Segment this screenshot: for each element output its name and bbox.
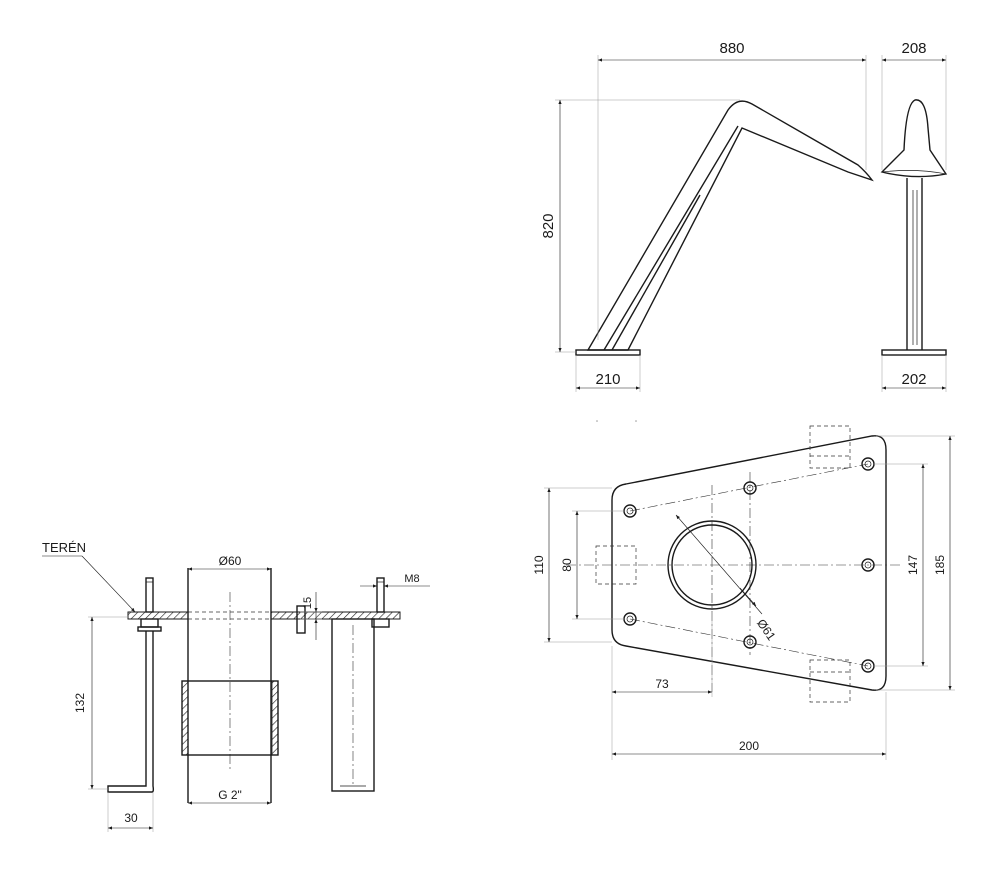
bolt-hole (743, 481, 757, 495)
anchor-right-post (331, 618, 375, 792)
side-view-inner-rib (603, 125, 739, 351)
front-view-head (880, 99, 948, 178)
anchor-right-bolt-stud (376, 577, 385, 613)
plate-top-view: Ø61 110 80 147 185 (532, 420, 955, 760)
anchor-small-stud (296, 605, 306, 634)
side-view: 880 820 210 (540, 40, 874, 392)
plate-post-footprint-top (809, 425, 851, 469)
ground-leader (81, 555, 136, 613)
anchor-section-view: TERÉN 132 30 Ø60 G 2" (42, 540, 430, 832)
dim-label-73: 73 (655, 677, 669, 691)
dim-label-30: 30 (124, 811, 138, 825)
dim-label-820: 820 (540, 213, 557, 238)
dim-label-185: 185 (933, 555, 947, 575)
dim-label-132: 132 (73, 693, 87, 713)
dim-label-200: 200 (739, 739, 759, 753)
bolt-hole (743, 635, 757, 649)
dim-label-d60: Ø60 (219, 554, 242, 568)
dim-label-15: 15 (302, 597, 314, 609)
anchor-left-bolt-stud (145, 577, 154, 613)
dim-label-110: 110 (532, 555, 546, 574)
front-view: 208 202 (880, 40, 948, 392)
dim-label-g2: G 2" (218, 788, 242, 802)
dim-label-210: 210 (595, 371, 620, 388)
plate-post-footprint-bottom (809, 659, 851, 703)
bolt-hole (861, 558, 875, 572)
dim-line-d61 (675, 514, 763, 615)
dim-label-147: 147 (906, 555, 920, 575)
side-view-base-plate (575, 349, 641, 356)
dim-label-m8: M8 (404, 573, 419, 585)
front-view-base-plate (881, 349, 947, 356)
ground-label: TERÉN (42, 540, 86, 555)
dim-label-880: 880 (719, 40, 744, 57)
dim-label-d61: Ø61 (754, 616, 779, 643)
dim-label-202: 202 (901, 371, 926, 388)
plate-outline (611, 435, 887, 691)
side-view-slide-body (586, 100, 874, 351)
plate-post-footprint-left (595, 545, 637, 585)
dim-label-80: 80 (560, 558, 574, 572)
side-view-inner-rib-2 (611, 194, 701, 351)
dim-label-208: 208 (901, 40, 926, 57)
plate-center-hole (667, 520, 757, 610)
anchor-l-rod (107, 631, 155, 793)
